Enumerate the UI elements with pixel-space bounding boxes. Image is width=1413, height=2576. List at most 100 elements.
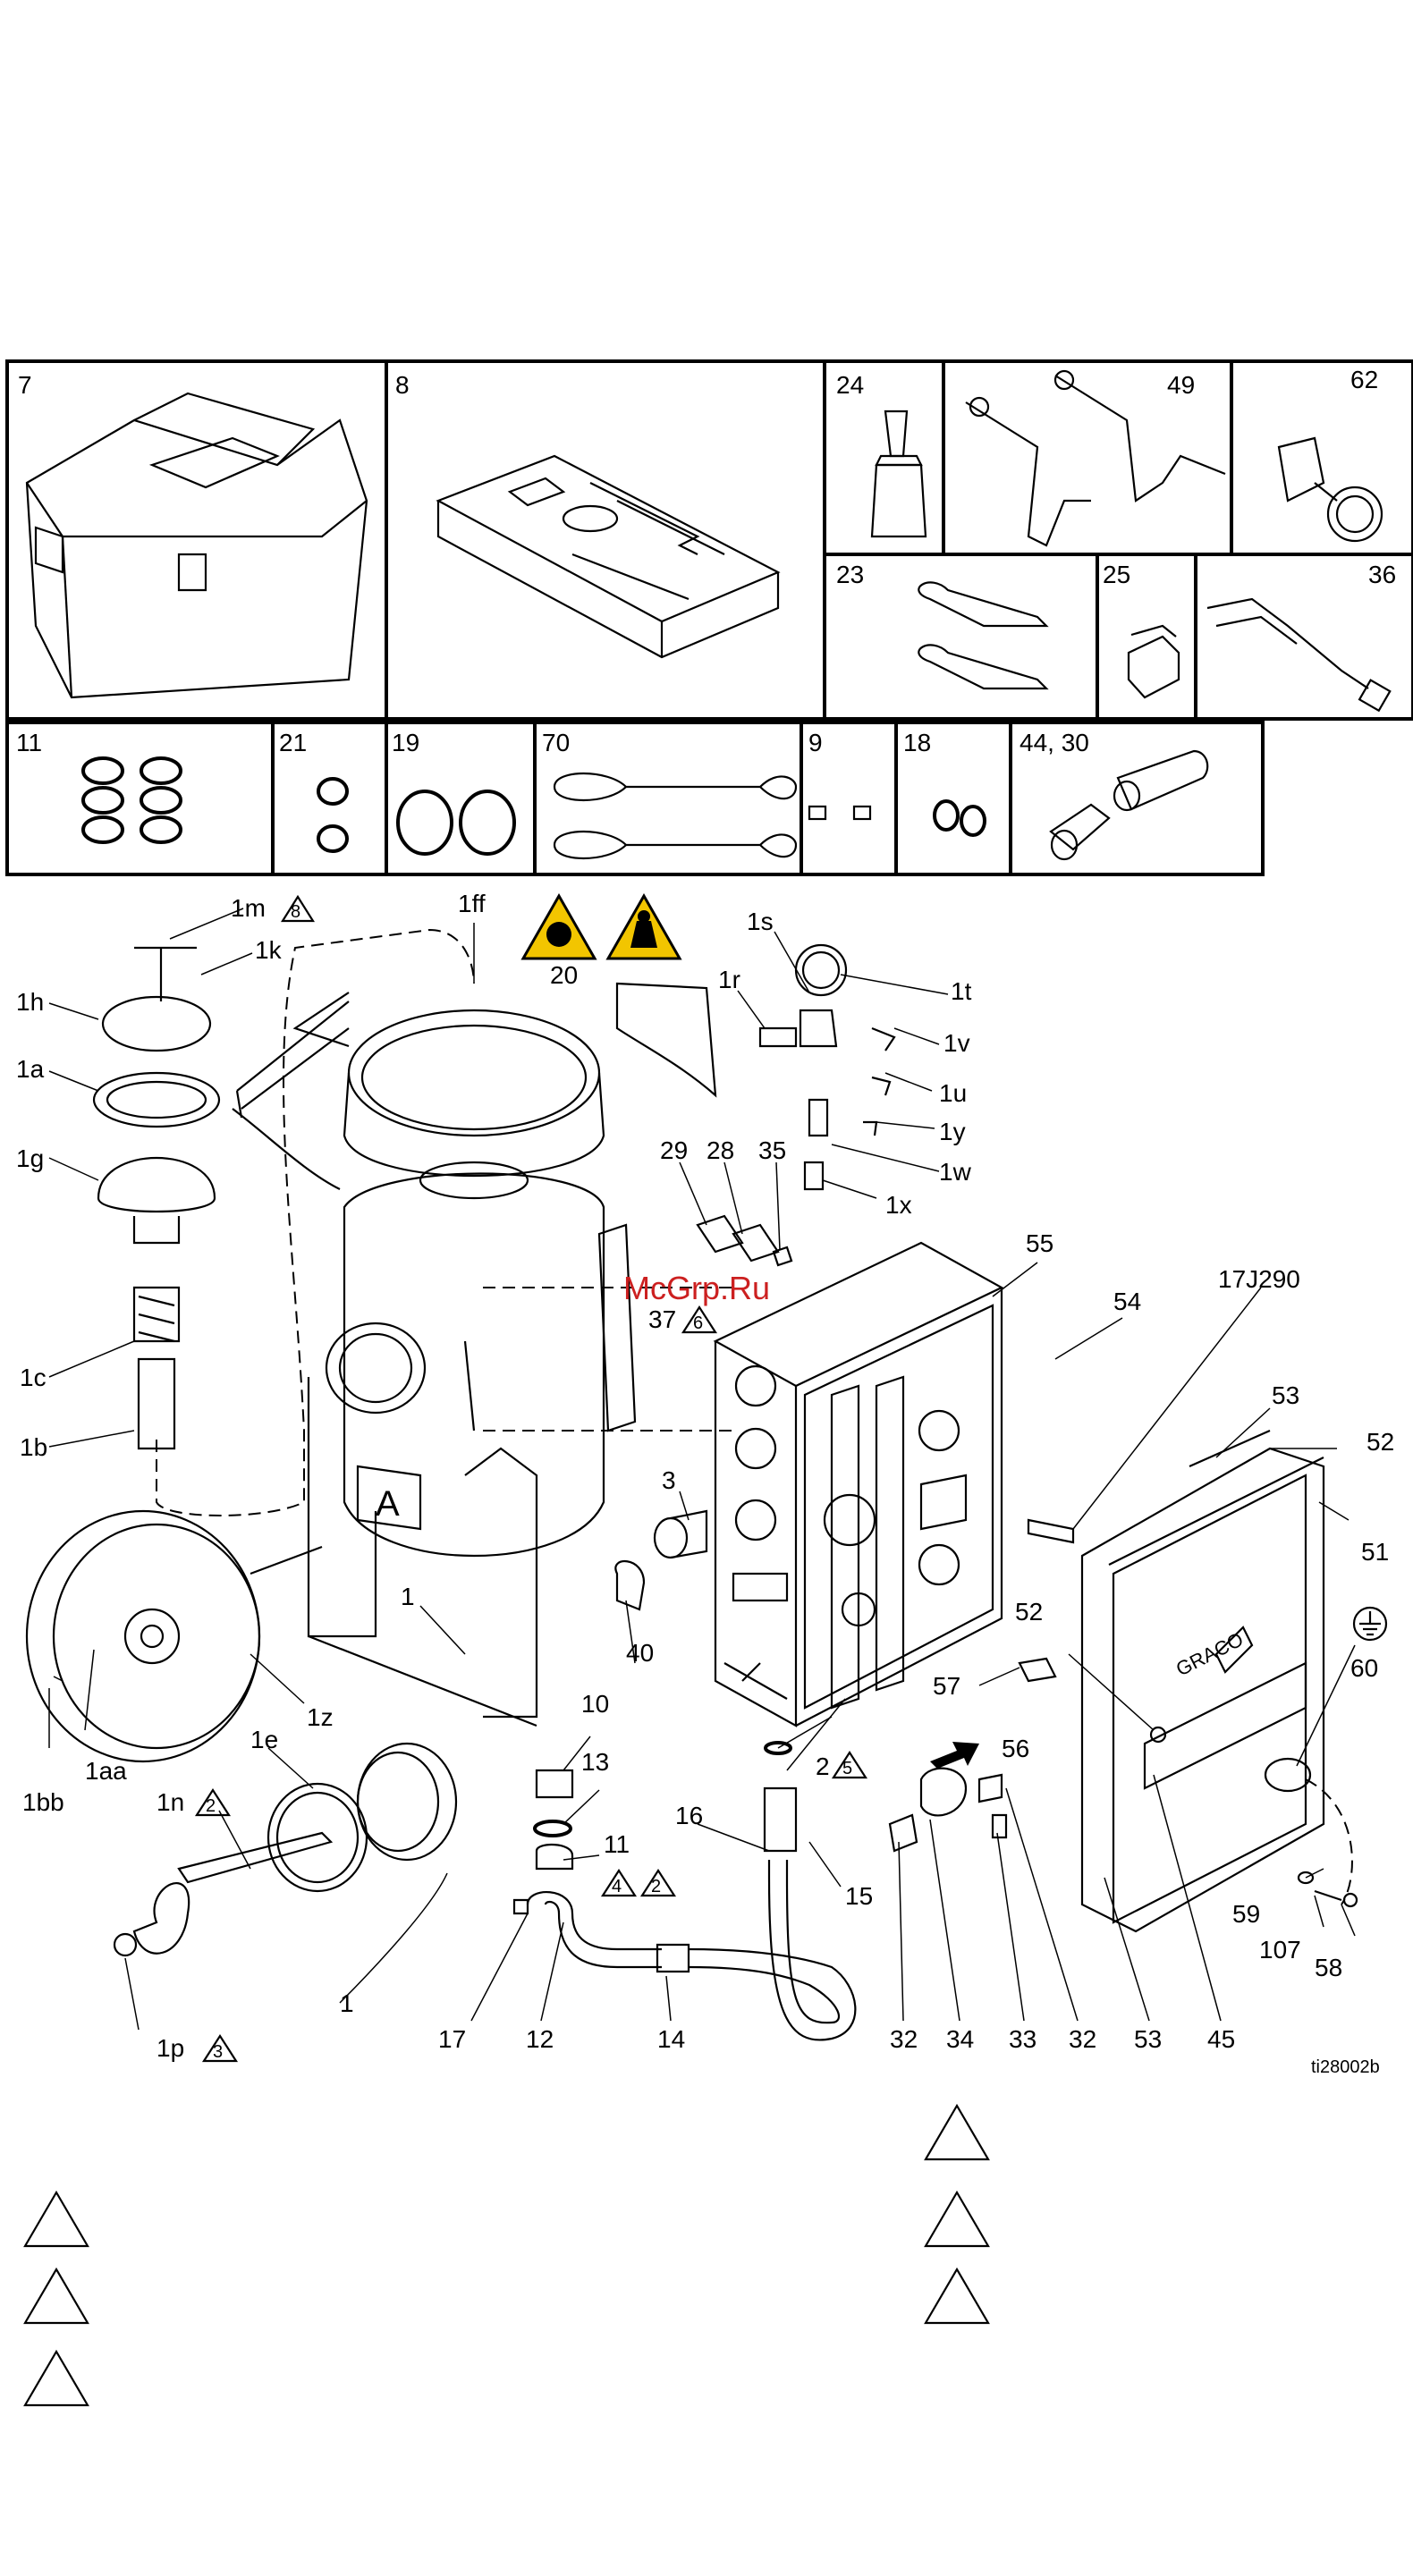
callout-1t: 1t <box>951 977 972 1005</box>
fuses-icon <box>809 807 870 819</box>
callout-52-top: 52 <box>1366 1428 1394 1456</box>
callout-1a: 1a <box>16 1055 45 1083</box>
hopper <box>295 992 604 1198</box>
kit-label-44-30: 44, 30 <box>1020 729 1089 756</box>
door-assembly <box>114 1744 456 1955</box>
clamp-40 <box>615 1561 644 1609</box>
callout-3: 3 <box>662 1466 676 1494</box>
callout-1h: 1h <box>16 988 44 1016</box>
fittings-29-28-35 <box>698 1216 791 1265</box>
callout-57: 57 <box>933 1672 960 1700</box>
callout-1e: 1e <box>250 1726 278 1753</box>
callout-1p: 1p <box>157 2034 184 2062</box>
callout-tri-5: 5 <box>842 1759 852 1778</box>
cart-handle <box>233 1001 349 1189</box>
hose-assembly <box>514 1743 855 2040</box>
callout-16: 16 <box>675 1802 703 1829</box>
plug-fitting-icon <box>1129 626 1179 697</box>
callout-tri-6: 6 <box>693 1313 703 1333</box>
enclosure-door: GRACO <box>1082 1431 1324 1931</box>
callout-1z: 1z <box>307 1703 334 1731</box>
tank-mark: A <box>376 1484 400 1524</box>
control-panel-box <box>715 1243 1002 1726</box>
kit-label-24: 24 <box>836 371 864 399</box>
callout-1r: 1r <box>718 966 740 993</box>
kit-label-25: 25 <box>1103 561 1130 588</box>
callout-58: 58 <box>1315 1954 1342 1981</box>
callout-107: 107 <box>1259 1936 1301 1964</box>
callout-17J290: 17J290 <box>1218 1265 1300 1293</box>
assembly-path-ground <box>1306 1779 1352 1905</box>
sand-tank: A <box>309 1174 604 1727</box>
leader-lines <box>49 908 1355 2030</box>
callout-32-right: 32 <box>1069 2025 1096 2053</box>
callout-1b: 1b <box>20 1433 47 1461</box>
callout-45: 45 <box>1207 2025 1235 2053</box>
callout-59: 59 <box>1232 1900 1260 1928</box>
callout-56: 56 <box>1002 1735 1029 1762</box>
callout-tri-2a: 2 <box>206 1796 216 1816</box>
callout-11: 11 <box>604 1830 630 1858</box>
fitting-3 <box>655 1511 706 1558</box>
clips-icon <box>918 582 1046 688</box>
kit-label-70: 70 <box>542 729 570 756</box>
assembly-path-lid <box>157 930 474 1516</box>
callout-1-tank: 1 <box>401 1583 415 1610</box>
kit-label-7: 7 <box>18 371 32 399</box>
callout-37: 37 <box>648 1305 676 1333</box>
watermark: McGrp.Ru <box>623 1270 770 1306</box>
callout-1k: 1k <box>255 936 283 964</box>
callout-34: 34 <box>946 2025 974 2053</box>
kit-label-23: 23 <box>836 561 864 588</box>
callout-13: 13 <box>581 1748 609 1776</box>
callout-53-bottom: 53 <box>1134 2025 1162 2053</box>
callout-1u: 1u <box>939 1079 967 1107</box>
o-rings-icon <box>83 758 181 842</box>
warning-hazard-icon <box>523 896 680 959</box>
callout-1c: 1c <box>20 1364 47 1391</box>
label-17J290 <box>1028 1520 1073 1542</box>
kit-label-19: 19 <box>392 729 419 756</box>
callout-54: 54 <box>1113 1288 1141 1315</box>
oil-bottle-icon <box>872 411 926 536</box>
callout-53-top: 53 <box>1272 1381 1299 1409</box>
callout-52-bottom: 52 <box>1015 1598 1043 1626</box>
callout-1m: 1m <box>231 894 266 922</box>
callout-1v: 1v <box>943 1029 970 1057</box>
callout-2: 2 <box>816 1753 830 1780</box>
toolbox-icon <box>27 393 367 697</box>
callout-1w: 1w <box>939 1158 972 1186</box>
kit-label-18: 18 <box>903 729 931 756</box>
callout-tri-2b: 2 <box>651 1877 661 1896</box>
pressure-gauge-fitting-icon <box>1279 438 1382 541</box>
callout-33: 33 <box>1009 2025 1036 2053</box>
callout-1g: 1g <box>16 1144 44 1172</box>
callout-1-door: 1 <box>340 1989 354 2017</box>
callout-tri-8: 8 <box>291 902 300 922</box>
callout-14: 14 <box>657 2025 685 2053</box>
callout-55: 55 <box>1026 1229 1053 1257</box>
kit-label-62: 62 <box>1350 366 1378 393</box>
kit-grid <box>7 361 1413 874</box>
callout-17: 17 <box>438 2025 466 2053</box>
callout-32-left: 32 <box>890 2025 918 2053</box>
kit-label-36: 36 <box>1368 561 1396 588</box>
callout-35: 35 <box>758 1136 786 1164</box>
fitting-57 <box>1020 1659 1055 1681</box>
kit-label-8: 8 <box>395 371 410 399</box>
callout-1y: 1y <box>939 1118 966 1145</box>
callout-29: 29 <box>660 1136 688 1164</box>
callout-60: 60 <box>1350 1654 1378 1682</box>
callout-tri-3: 3 <box>213 2042 223 2062</box>
callout-28: 28 <box>706 1136 734 1164</box>
lanyards-icon <box>554 773 796 858</box>
callout-10: 10 <box>581 1690 609 1718</box>
callout-tri-4: 4 <box>612 1877 622 1896</box>
warning-label-20 <box>617 984 715 1095</box>
callout-1s: 1s <box>747 908 774 935</box>
callout-51: 51 <box>1361 1538 1389 1566</box>
ground-icon <box>1354 1608 1386 1640</box>
lid-assembly <box>94 948 219 1448</box>
graco-logo: GRACO <box>1172 1628 1247 1681</box>
